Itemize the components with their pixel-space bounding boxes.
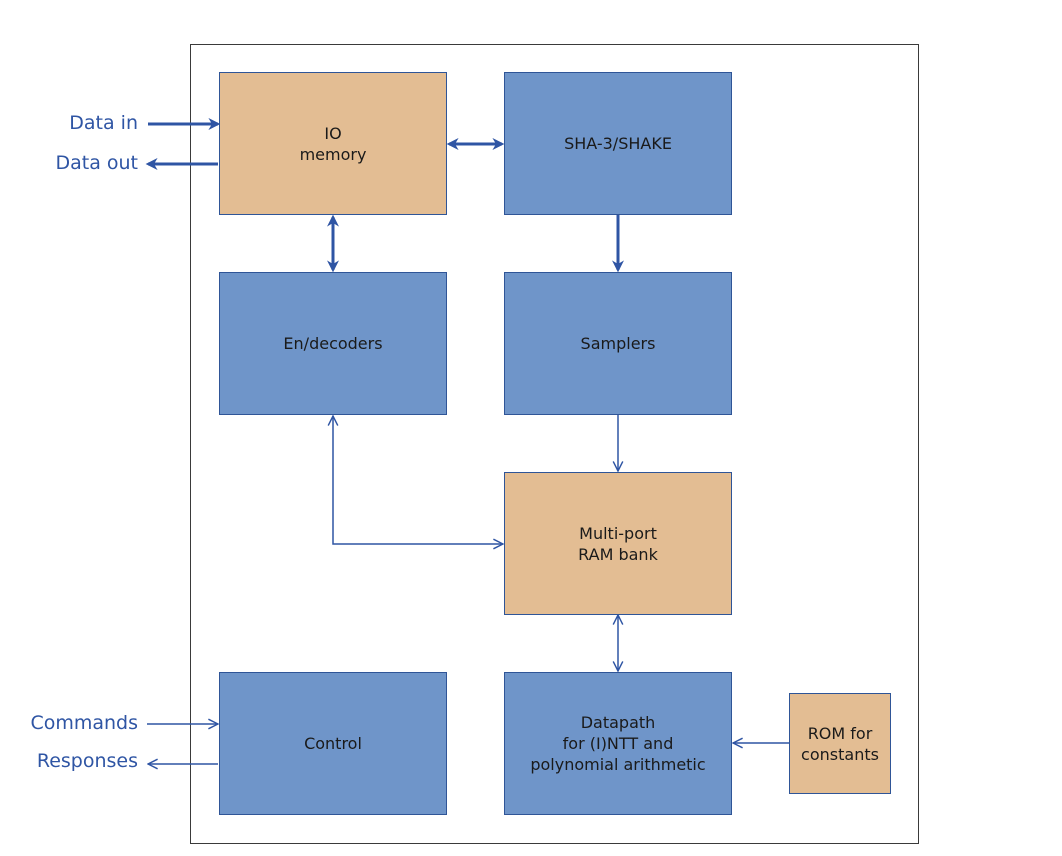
control-block: Control [219, 672, 447, 815]
rom-block: ROM for constants [789, 693, 891, 794]
io-memory-label-2: memory [299, 144, 367, 164]
control-label: Control [304, 734, 362, 753]
sha3-block: SHA-3/SHAKE [504, 72, 732, 215]
commands-label: Commands [30, 712, 138, 734]
endecoders-label: En/decoders [283, 334, 383, 353]
ram-bank-label-1: Multi-port [579, 523, 657, 543]
io-memory-label-1: IO [324, 123, 342, 143]
io-memory-block: IO memory [219, 72, 447, 215]
responses-label: Responses [36, 750, 138, 772]
endecoders-block: En/decoders [219, 272, 447, 415]
system-boundary [190, 44, 919, 844]
rom-label-1: ROM for [807, 723, 873, 743]
datapath-block: Datapath for (I)NTT and polynomial arith… [504, 672, 732, 815]
endecoders-ram-arrow [333, 416, 503, 544]
data-in-label: Data in [69, 112, 138, 134]
sha3-label: SHA-3/SHAKE [564, 134, 672, 153]
datapath-label-1: Datapath [580, 713, 656, 732]
datapath-label-3: polynomial arithmetic [530, 755, 706, 774]
ram-bank-label-2: RAM bank [578, 544, 658, 564]
rom-label-2: constants [801, 744, 879, 764]
ram-bank-block: Multi-port RAM bank [504, 472, 732, 615]
samplers-block: Samplers [504, 272, 732, 415]
datapath-label-2: for (I)NTT and [562, 734, 674, 753]
data-out-label: Data out [55, 152, 138, 174]
samplers-label: Samplers [580, 334, 656, 353]
